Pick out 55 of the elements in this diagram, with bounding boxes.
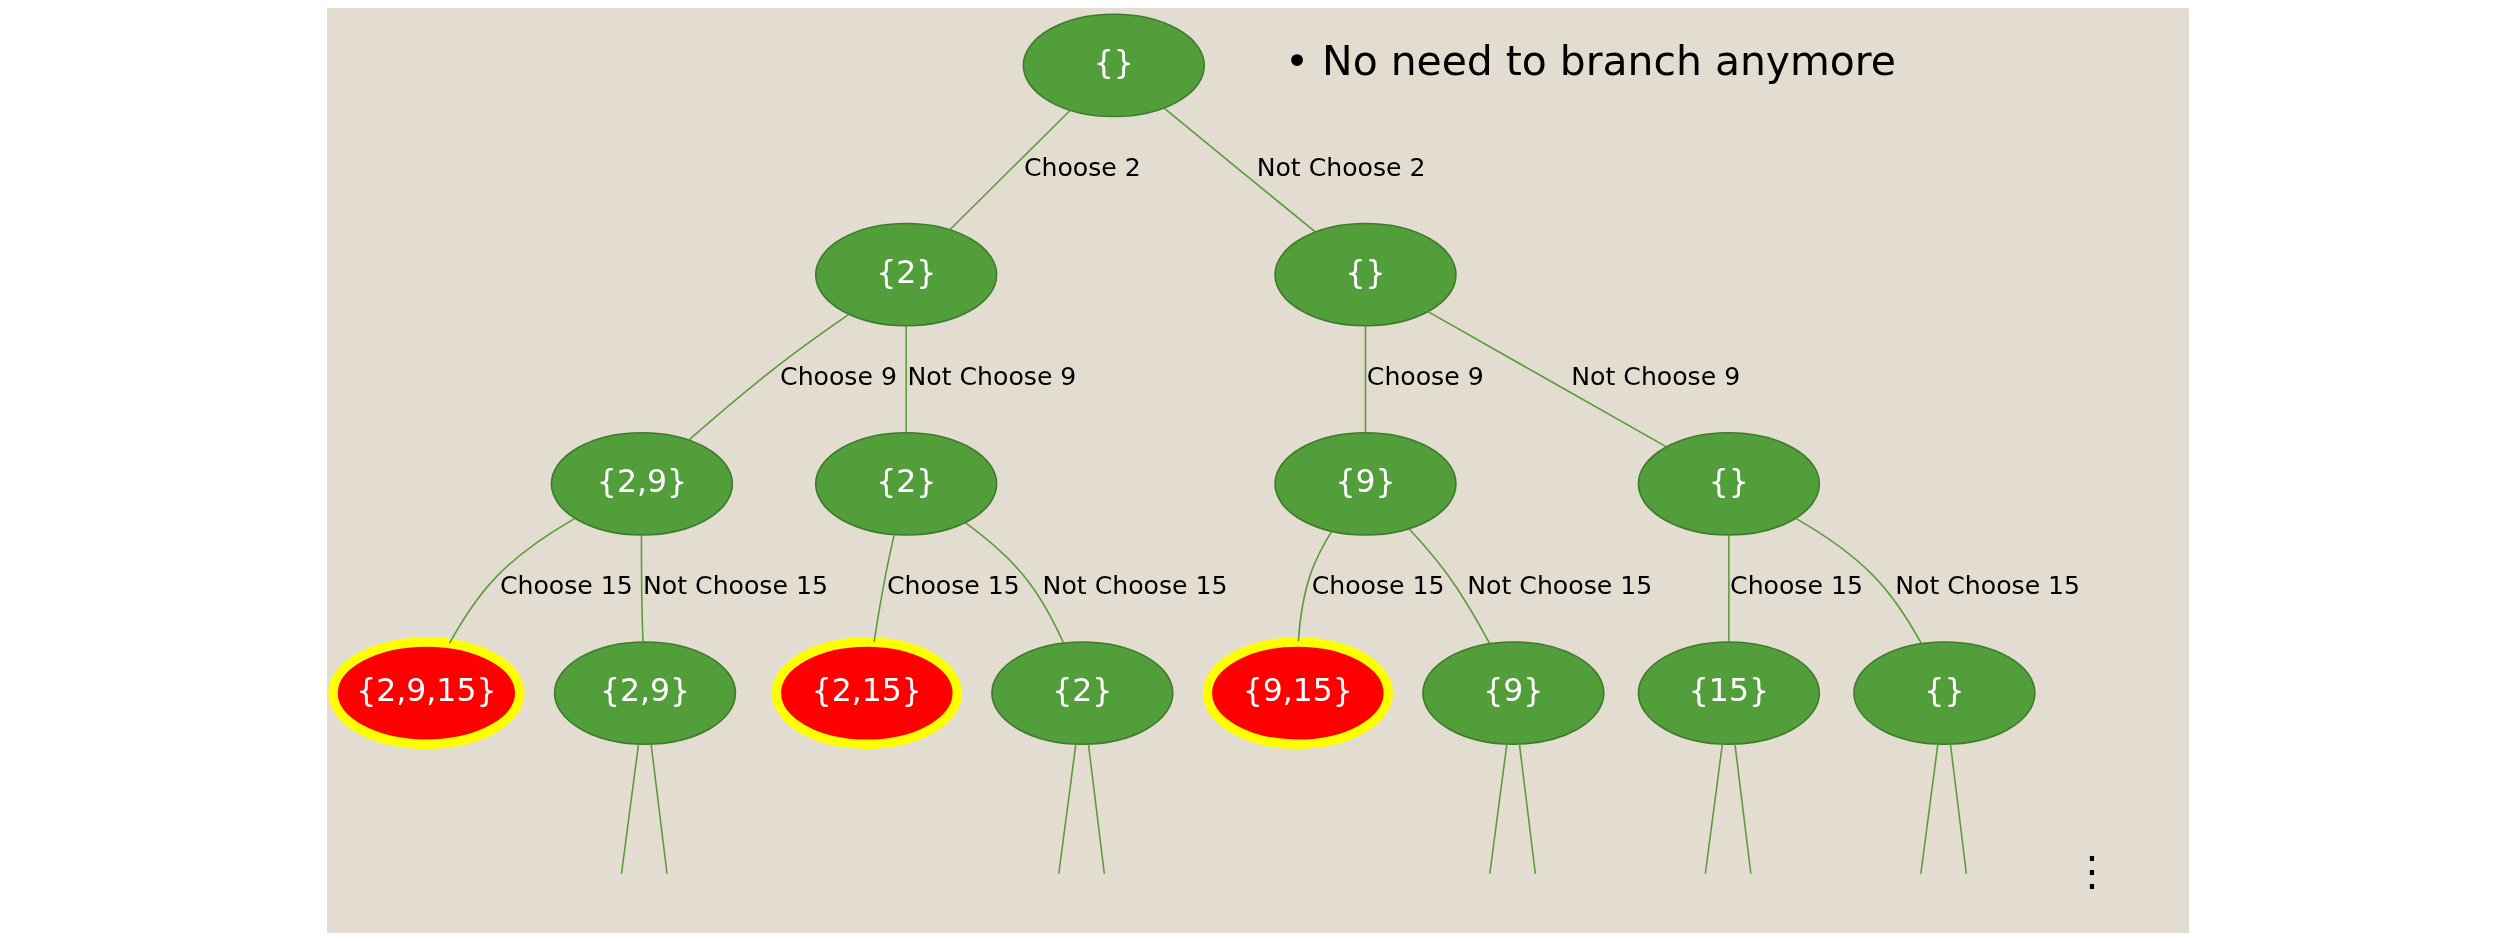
connector — [620, 743, 640, 875]
node-ellipse: {2} — [991, 641, 1174, 745]
edge-label: Not Choose 9 — [907, 362, 1077, 392]
node-ellipse: {9,15} — [1202, 637, 1394, 749]
node-ellipse: {} — [1274, 222, 1457, 327]
node-ellipse: {2,15} — [771, 637, 962, 749]
node-ellipse: {2,9} — [553, 641, 737, 745]
node-ellipse: {2} — [814, 431, 998, 536]
node-ellipse: {2,9} — [550, 431, 734, 536]
edge-label: Not Choose 15 — [1895, 571, 2081, 601]
edge-label: Choose 15 — [1730, 571, 1863, 601]
node-ellipse: {15} — [1637, 641, 1821, 745]
edge-label: Not Choose 15 — [643, 571, 828, 601]
connector — [1058, 743, 1077, 875]
node-ellipse: {} — [1853, 641, 2036, 745]
connector — [1949, 743, 1968, 875]
connector — [1704, 743, 1724, 875]
edge-label: Choose 15 — [886, 571, 1020, 601]
label: • No need to branch anymore — [1284, 37, 1896, 86]
connector — [1920, 743, 1939, 875]
connector — [949, 109, 1071, 231]
connector — [448, 517, 576, 645]
connector — [650, 743, 668, 875]
label: ⋮ — [2071, 847, 2113, 896]
connector — [1427, 310, 1667, 448]
node-ellipse: {9} — [1274, 431, 1457, 536]
node-ellipse: {2,9,15} — [328, 637, 525, 749]
node-ellipse: {9} — [1422, 641, 1605, 745]
connector — [964, 522, 1065, 644]
connector — [1163, 107, 1317, 233]
connector — [873, 533, 895, 643]
connector — [1297, 530, 1333, 643]
edge-label: Choose 9 — [780, 362, 897, 392]
node-ellipse: {} — [1637, 431, 1821, 536]
edge-label: Not Choose 15 — [1042, 571, 1228, 601]
edge-label: Not Choose 9 — [1571, 362, 1741, 392]
node-ellipse: {2} — [814, 222, 998, 327]
edge-label: Choose 2 — [1023, 153, 1141, 183]
connector — [1734, 743, 1752, 875]
connector — [1518, 743, 1537, 875]
connector — [1728, 534, 1730, 643]
connector — [688, 313, 850, 441]
connector — [640, 534, 644, 643]
connector — [1087, 743, 1106, 875]
node-ellipse: {} — [1022, 13, 1206, 118]
edge-label: Not Choose 15 — [1467, 571, 1653, 601]
connector — [1364, 325, 1367, 433]
edge-label: Choose 15 — [1311, 571, 1445, 601]
edge-label: Not Choose 2 — [1256, 153, 1426, 183]
connector — [1408, 528, 1491, 644]
edge-label: Choose 9 — [1366, 362, 1484, 392]
connector — [905, 325, 907, 433]
connector — [1795, 517, 1923, 645]
edge-label: Choose 15 — [499, 571, 633, 601]
connector — [1489, 743, 1508, 875]
